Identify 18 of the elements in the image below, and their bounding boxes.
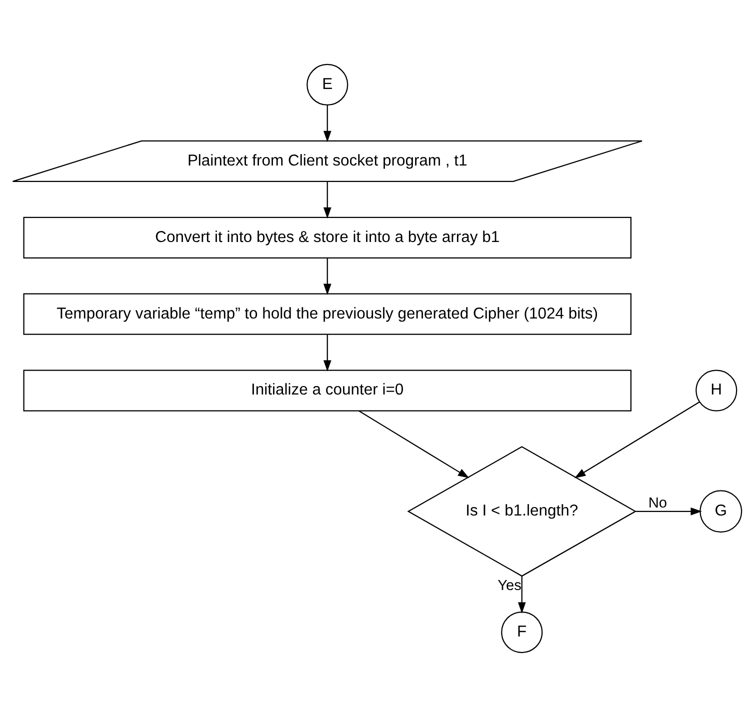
arrow xyxy=(323,258,332,296)
arrow xyxy=(323,105,332,142)
arrow xyxy=(323,182,332,219)
arrow xyxy=(323,334,332,372)
edge-label: Yes xyxy=(498,578,522,594)
edge-label: No xyxy=(648,495,668,512)
node-box: Temporary variable “temp” to hold the previously generated Cipher (1024 bits) xyxy=(23,293,632,335)
node-circle: H xyxy=(696,370,738,412)
node-circle: G xyxy=(700,490,742,533)
arrow xyxy=(636,507,702,516)
node-box: Initialize a counter i=0 xyxy=(23,370,632,412)
arrow xyxy=(358,410,470,478)
arrow xyxy=(574,402,700,478)
node-box: Convert it into bytes & store it into a byte array b1 xyxy=(23,216,632,258)
node-circle: F xyxy=(501,611,543,654)
node-diamond: Is I < b1.length? xyxy=(407,446,637,577)
node-circle: E xyxy=(306,64,348,106)
arrow xyxy=(518,576,526,614)
